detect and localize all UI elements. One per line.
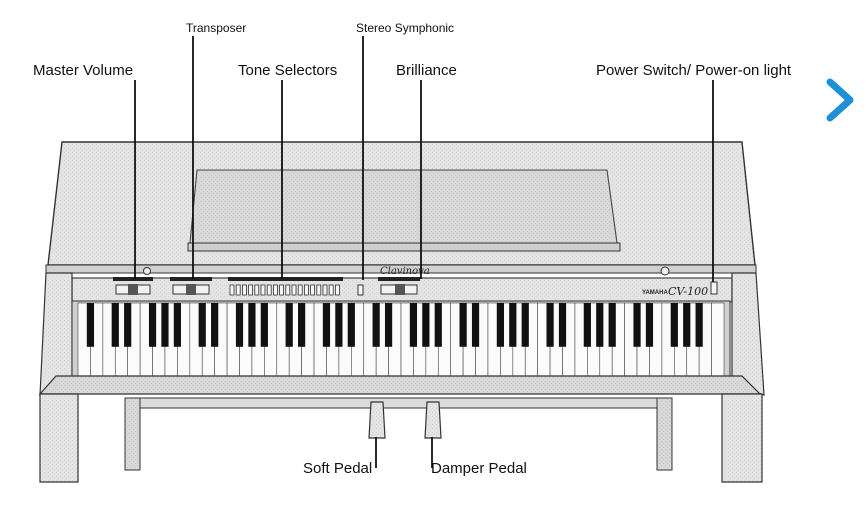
tone-button [328, 284, 334, 296]
black-key [596, 303, 604, 347]
black-key [546, 303, 554, 347]
label-stereo-symphonic: Stereo Symphonic [356, 21, 455, 35]
black-key [124, 303, 132, 347]
tone-button [229, 284, 235, 296]
black-key [86, 303, 95, 347]
clavinova-logo: Clavinova [380, 266, 430, 277]
black-key [496, 303, 504, 347]
label-soft-pedal: Soft Pedal [303, 460, 373, 477]
black-key [521, 303, 529, 347]
tone-button [334, 284, 340, 296]
black-key [173, 303, 181, 347]
black-key [285, 303, 293, 347]
tone-button [254, 284, 260, 296]
black-key [422, 303, 430, 347]
black-key [558, 303, 567, 347]
black-key [148, 303, 157, 347]
tone-button [279, 284, 285, 296]
tone-button [260, 284, 266, 296]
black-key [198, 303, 206, 347]
black-key [409, 303, 418, 347]
black-key [161, 303, 169, 347]
tone-button [303, 284, 309, 296]
keyboard [71, 300, 731, 379]
power-switch [710, 281, 718, 295]
tone-button [235, 284, 241, 296]
label-tone-selectors: Tone Selectors [238, 62, 338, 79]
tone-selector-buttons [229, 284, 340, 296]
black-key [645, 303, 654, 347]
left-leg [39, 393, 79, 483]
label-power-switch: Power Switch/ Power-on light [596, 62, 792, 79]
tone-button [248, 284, 254, 296]
tone-button [241, 284, 247, 296]
tone-button [322, 284, 328, 296]
black-key [248, 303, 256, 347]
headphone-jack [660, 266, 670, 276]
music-rest-ledge [187, 242, 621, 252]
black-key [608, 303, 616, 347]
tone-button [291, 284, 297, 296]
label-brilliance: Brilliance [396, 62, 457, 79]
black-key [298, 303, 306, 347]
black-key [111, 303, 119, 347]
black-key [583, 303, 591, 347]
label-transposer: Transposer [186, 21, 247, 35]
tone-button [266, 284, 272, 296]
tone-button [297, 284, 303, 296]
black-key [372, 303, 380, 347]
white-key [711, 302, 725, 377]
black-key [335, 303, 343, 347]
tone-button [316, 284, 322, 296]
stereo-symphonic-button [357, 284, 364, 296]
music-rest [189, 169, 618, 244]
soft-pedal [368, 401, 386, 439]
black-key [384, 303, 393, 347]
model-logo: CV-100 [668, 285, 708, 298]
tone-button [285, 284, 291, 296]
black-key [471, 303, 480, 347]
tone-button [310, 284, 316, 296]
black-key [509, 303, 517, 347]
black-key [434, 303, 442, 347]
brand-logo: YAMAHA [642, 290, 668, 296]
chevron-right-icon[interactable] [818, 72, 862, 128]
tone-button [272, 284, 278, 296]
black-key [633, 303, 641, 347]
damper-pedal [424, 401, 442, 439]
label-damper-pedal: Damper Pedal [431, 460, 527, 477]
black-key [322, 303, 331, 347]
right-leg [721, 393, 763, 483]
black-key [683, 303, 691, 347]
black-key [459, 303, 467, 347]
black-key [260, 303, 268, 347]
black-key [347, 303, 355, 347]
black-key [211, 303, 219, 347]
black-key [670, 303, 678, 347]
black-key [695, 303, 703, 347]
black-key [235, 303, 244, 347]
label-master-volume: Master Volume [33, 62, 134, 79]
